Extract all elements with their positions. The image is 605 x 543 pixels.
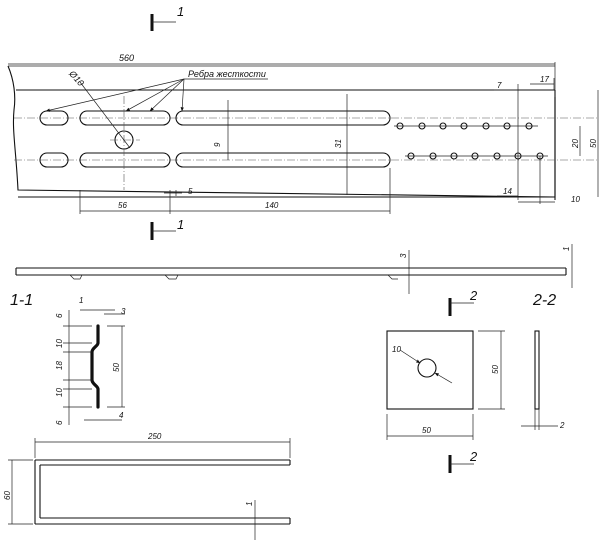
sec2-dim-hole: 10 bbox=[392, 345, 401, 354]
sec1-dim-top-1: 1 bbox=[79, 296, 83, 305]
section-1-profile: 6 10 18 10 6 1 3 50 4 bbox=[55, 296, 126, 425]
dim-thickness-end: 1 bbox=[562, 247, 571, 251]
dim-top-offset: 7 bbox=[497, 81, 502, 90]
bracket-dim-length: 250 bbox=[147, 432, 162, 441]
bracket-dim-thickness: 1 bbox=[245, 502, 254, 506]
sec2-dim-thickness: 2 bbox=[559, 421, 565, 430]
dim-half-gap: 9 bbox=[213, 142, 222, 147]
section-2-plate: 10 50 50 2 bbox=[386, 330, 565, 440]
ribs-label: Ребра жесткости bbox=[188, 69, 266, 79]
dim-right-offset: 17 bbox=[540, 75, 549, 84]
dim-hole-pitch: 14 bbox=[503, 187, 512, 196]
section-mark-1-bottom: 1 bbox=[150, 217, 184, 240]
sec1-dim-top-3: 3 bbox=[121, 307, 126, 316]
dim-slot-length: 140 bbox=[265, 201, 279, 210]
dim-total-height: 50 bbox=[589, 139, 598, 148]
side-view: 3 1 bbox=[15, 244, 573, 294]
sec1-dim-3: 18 bbox=[55, 361, 64, 370]
sec2-dim-height: 50 bbox=[491, 365, 500, 374]
sec1-dim-5: 6 bbox=[55, 420, 64, 425]
section-mark-2-bottom-label: 2 bbox=[469, 449, 478, 464]
section-mark-1-bottom-label: 1 bbox=[177, 217, 184, 232]
section-mark-2-top-label: 2 bbox=[469, 288, 478, 303]
dim-slot-pitch: 56 bbox=[118, 201, 127, 210]
bracket-dim-height: 60 bbox=[3, 491, 12, 500]
sec2-dim-width: 50 bbox=[422, 426, 431, 435]
section-mark-1-top: 1 bbox=[150, 4, 184, 31]
sec1-dim-2: 10 bbox=[55, 339, 64, 348]
section-mark-1-top-label: 1 bbox=[177, 4, 184, 19]
section-2-title: 2-2 bbox=[532, 292, 556, 309]
sec1-dim-1: 6 bbox=[55, 313, 64, 318]
dim-hole-diameter: Ø10 bbox=[66, 68, 85, 88]
dim-edge-offset: 10 bbox=[571, 195, 580, 204]
dim-total-length: 560 bbox=[119, 53, 134, 63]
sec1-dim-height: 50 bbox=[112, 363, 121, 372]
sec1-dim-4: 10 bbox=[55, 388, 64, 397]
section-mark-2-top: 2 bbox=[448, 288, 478, 316]
section-1-title: 1-1 bbox=[10, 292, 33, 309]
dim-hole-row-spacing: 20 bbox=[571, 139, 580, 149]
sec1-dim-bottom: 4 bbox=[119, 411, 124, 420]
dim-gap: 5 bbox=[188, 187, 193, 196]
section-mark-2-bottom: 2 bbox=[448, 449, 478, 473]
main-plan-view: 560 Ребра жесткости Ø10 56 140 5 9 31 7 … bbox=[7, 53, 599, 214]
dim-thickness-top: 3 bbox=[399, 253, 408, 258]
bracket-view: 250 60 1 bbox=[3, 432, 291, 540]
dim-slot-span: 31 bbox=[334, 139, 343, 148]
